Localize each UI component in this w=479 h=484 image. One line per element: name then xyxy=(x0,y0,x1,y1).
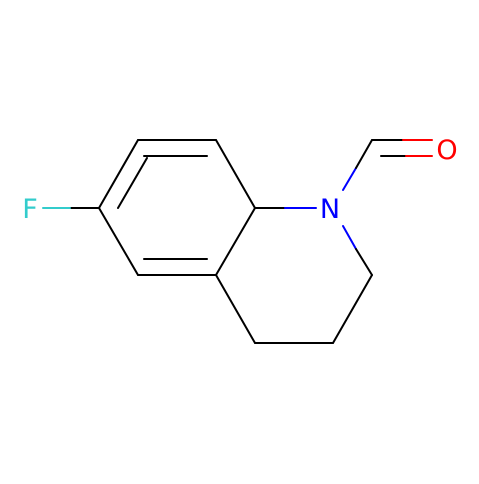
bond-ch2b-ch2c xyxy=(332,274,373,344)
carbonyl-bond xyxy=(371,139,433,157)
bond-c1-c2-inner xyxy=(117,157,148,209)
oxygen-atom-label: O xyxy=(436,135,457,166)
fluorine-atom-label: F xyxy=(22,194,38,225)
bond-n-ch2c-black xyxy=(355,248,373,276)
bond-c6-c1 xyxy=(98,207,139,276)
benzene-ring xyxy=(98,139,256,276)
bond-c1-c2 xyxy=(98,139,139,209)
bond-n-cho-blue xyxy=(342,167,357,191)
saturated-ring xyxy=(215,274,373,344)
bond-c4-c5 xyxy=(215,207,256,276)
bond-n-cho-black xyxy=(355,139,373,169)
bond-c5-ch2a xyxy=(215,274,256,344)
bond-c3-c4 xyxy=(215,139,256,209)
bond-n-ch2c-blue xyxy=(342,225,357,250)
nitrogen-atom-label: N xyxy=(320,194,340,225)
nitrogen-bonds xyxy=(254,139,373,276)
